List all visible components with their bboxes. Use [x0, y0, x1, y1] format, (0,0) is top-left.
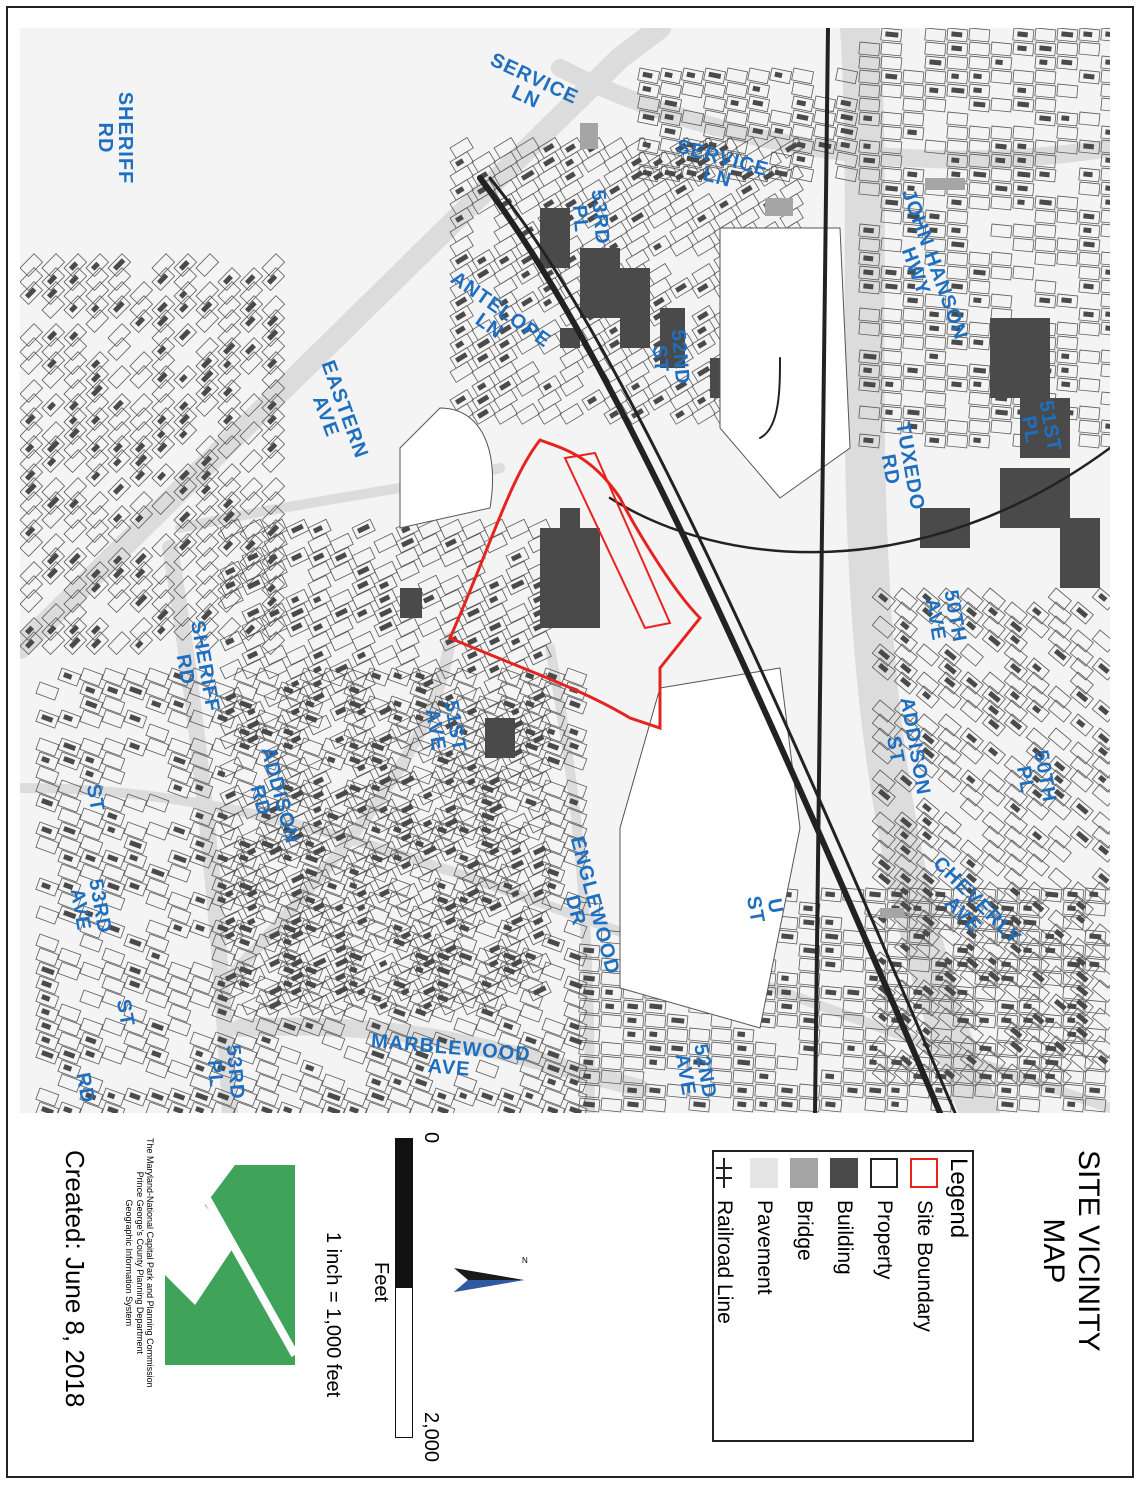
site-boundary	[448, 438, 703, 731]
legend: Legend Site Boundary Property Building Brid…	[712, 1150, 974, 1442]
map-frame	[6, 6, 1134, 1478]
legend-label: Pavement	[753, 1200, 776, 1295]
street-label: 51ST AVE	[420, 698, 471, 754]
credits-line2: Prince George's County Planning Departme…	[134, 1171, 145, 1354]
credits: The Maryland-National Capital Park and P…	[124, 1138, 155, 1388]
street-label: 53RD AVE	[65, 877, 116, 936]
site-boundary-strip	[563, 451, 672, 630]
north-arrow-icon	[454, 1268, 524, 1292]
street-label: RD	[71, 1070, 99, 1106]
central-buildings	[400, 508, 600, 758]
mncppc-logo	[165, 1165, 299, 1365]
railroad-swatch-icon	[710, 1158, 738, 1188]
logo-icon	[165, 1165, 299, 1365]
legend-title: Legend	[945, 1158, 972, 1239]
street-label: ST	[81, 782, 109, 814]
street-label: 51ST PL	[1016, 398, 1066, 454]
credits-line1: The Maryland-National Capital Park and P…	[145, 1138, 155, 1388]
street-label: 50TH AVE	[920, 588, 971, 645]
scale-max: 2,000	[420, 1412, 442, 1463]
legend-label: Railroad Line	[713, 1200, 736, 1324]
scale-bar-dark	[396, 1139, 412, 1288]
legend-label: Building	[833, 1200, 856, 1275]
street-label: 53RD PL	[202, 1043, 249, 1101]
legend-swatch-icon	[750, 1158, 778, 1188]
legend-swatch-icon	[830, 1158, 858, 1188]
scale-ratio: 1 inch = 1,000 feet	[322, 1232, 344, 1398]
legend-label: Bridge	[793, 1200, 816, 1261]
street-label: 52ND ST	[647, 328, 694, 386]
legend-swatch-icon	[870, 1158, 898, 1188]
street-label: SHERIFF RD	[94, 91, 136, 185]
legend-item: Building	[824, 1158, 864, 1332]
building-layer	[24, 31, 1110, 1113]
north-label: N	[522, 1256, 528, 1265]
street-label: ST	[111, 997, 139, 1029]
credits-line3: Geographic Information System	[124, 1199, 135, 1327]
legend-swatch-icon	[790, 1158, 818, 1188]
street-label: 53RD PL	[567, 188, 614, 246]
legend-item: Property	[864, 1158, 904, 1332]
scale-zero: 0	[420, 1132, 442, 1144]
created-date: Created: June 8, 2018	[60, 1150, 90, 1408]
legend-item: Site Boundary	[904, 1158, 944, 1332]
open-parcels	[399, 227, 851, 1029]
scale-units: Feet	[370, 1262, 392, 1303]
north-arrow: N	[450, 1256, 530, 1300]
bridge-layer	[580, 123, 965, 918]
legend-item: Pavement	[744, 1158, 784, 1332]
map-title: SITE VICINITY MAP	[1037, 1150, 1106, 1352]
legend-items: Site Boundary Property Building Bridge Pavem…	[704, 1158, 944, 1332]
railroad-layer	[477, 28, 1110, 1113]
scale-bar	[395, 1138, 413, 1438]
legend-item: Bridge	[784, 1158, 824, 1332]
legend-swatch-icon	[910, 1158, 938, 1188]
legend-label: Property	[873, 1200, 896, 1280]
legend-item: Railroad Line	[704, 1158, 744, 1332]
street-label: 52ND AVE	[670, 1042, 721, 1101]
map-canvas	[20, 28, 1110, 1113]
street-label: 50TH PL	[1011, 748, 1061, 805]
legend-label: Site Boundary	[913, 1200, 936, 1332]
